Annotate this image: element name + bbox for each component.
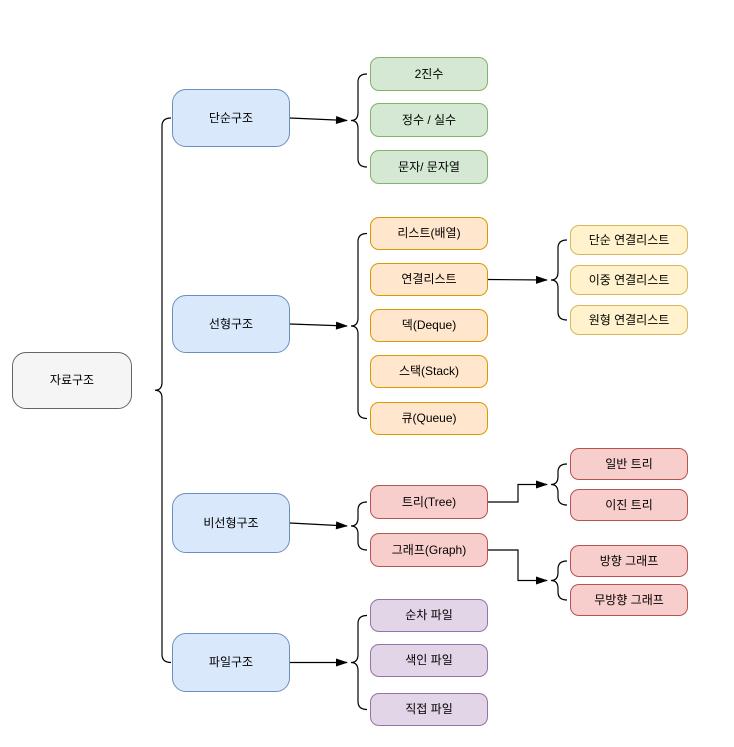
node-label: 파일구조 (208, 655, 254, 670)
node-deque: 덱(Deque) (370, 309, 488, 342)
brace-file (350, 614, 368, 711)
node-label: 연결리스트 (401, 272, 457, 287)
node-label: 그래프(Graph) (391, 542, 467, 557)
brace-tree (550, 463, 568, 506)
node-label: 이중 연결리스트 (588, 272, 670, 287)
node-label: 원형 연결리스트 (588, 312, 670, 327)
node-linked-list: 연결리스트 (370, 263, 488, 296)
node-label: 단순구조 (208, 110, 254, 125)
arrow-tree (488, 480, 548, 503)
node-list-array: 리스트(배열) (370, 217, 488, 250)
node-label: 방향 그래프 (599, 553, 659, 568)
node-label: 이진 트리 (605, 497, 653, 512)
node-linear: 선형구조 (172, 295, 290, 353)
arrow-graph (488, 549, 548, 585)
node-label: 순차 파일 (405, 608, 453, 623)
node-root: 자료구조 (12, 352, 132, 409)
node-label: 단순 연결리스트 (588, 232, 670, 247)
node-label: 큐(Queue) (401, 411, 457, 426)
brace-root (154, 117, 172, 664)
node-nonlinear: 비선형구조 (172, 493, 290, 553)
node-index-file: 색인 파일 (370, 644, 488, 677)
brace-graph (550, 560, 568, 601)
node-label: 선형구조 (208, 316, 254, 331)
node-graph: 그래프(Graph) (370, 533, 488, 567)
node-circular: 원형 연결리스트 (570, 305, 688, 335)
node-queue: 큐(Queue) (370, 402, 488, 435)
node-char-string: 문자/ 문자열 (370, 150, 488, 184)
node-label: 무방향 그래프 (594, 592, 664, 607)
node-label: 비선형구조 (203, 515, 259, 530)
edges-group (154, 73, 568, 711)
node-directed: 방향 그래프 (570, 545, 688, 577)
node-direct-file: 직접 파일 (370, 693, 488, 726)
node-binary: 2진수 (370, 57, 488, 91)
node-label: 자료구조 (49, 373, 95, 388)
node-label: 직접 파일 (405, 702, 453, 717)
node-simple: 단순구조 (172, 89, 290, 147)
node-doubly: 이중 연결리스트 (570, 265, 688, 295)
node-general-tree: 일반 트리 (570, 448, 688, 480)
arrow-nonlinear (289, 521, 348, 530)
node-label: 색인 파일 (405, 653, 453, 668)
node-sequential: 순차 파일 (370, 599, 488, 632)
node-undirected: 무방향 그래프 (570, 584, 688, 616)
brace-nonlinear (350, 501, 368, 551)
node-file: 파일구조 (172, 633, 290, 692)
node-int-real: 정수 / 실수 (370, 103, 488, 137)
node-singly: 단순 연결리스트 (570, 225, 688, 255)
node-tree: 트리(Tree) (370, 485, 488, 519)
node-label: 2진수 (414, 66, 444, 81)
arrow-simple (289, 116, 348, 125)
node-label: 스택(Stack) (398, 364, 460, 379)
node-label: 리스트(배열) (397, 226, 461, 241)
node-stack: 스택(Stack) (370, 355, 488, 388)
brace-simple (350, 73, 368, 168)
arrow-linked-list (487, 275, 548, 284)
brace-linear (350, 232, 368, 420)
node-label: 일반 트리 (605, 456, 653, 471)
node-label: 덱(Deque) (401, 318, 457, 333)
arrow-linear (289, 321, 348, 330)
node-label: 정수 / 실수 (401, 112, 457, 127)
node-label: 문자/ 문자열 (398, 159, 460, 174)
brace-linked-list (550, 239, 568, 321)
node-binary-tree: 이진 트리 (570, 489, 688, 521)
node-label: 트리(Tree) (401, 494, 457, 509)
